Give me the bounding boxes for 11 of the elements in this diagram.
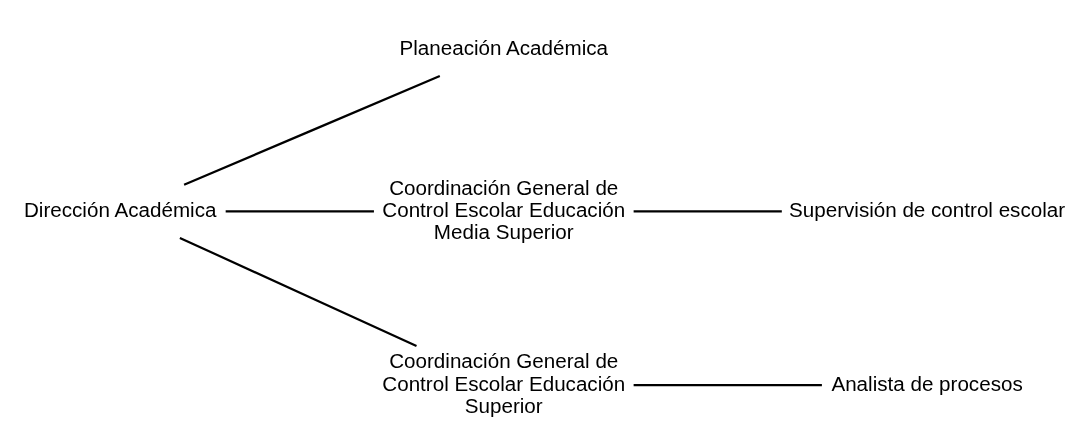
node-text: Dirección Académica: [23, 197, 217, 221]
connector: [225, 209, 374, 212]
node-text: Supervisión de control escolar: [789, 197, 1066, 221]
connector: [633, 209, 782, 212]
connector: [179, 236, 417, 347]
connector: [183, 74, 441, 186]
node-text: Analista de procesos: [831, 371, 1023, 395]
node-text: Coordinación General de Control Escolar Educación Media Superior: [382, 175, 626, 243]
node-text: Coordinación General de Control Escolar Educación Superior: [382, 348, 626, 417]
connector: [633, 383, 822, 386]
node-text: Planeación Académica: [399, 35, 609, 59]
